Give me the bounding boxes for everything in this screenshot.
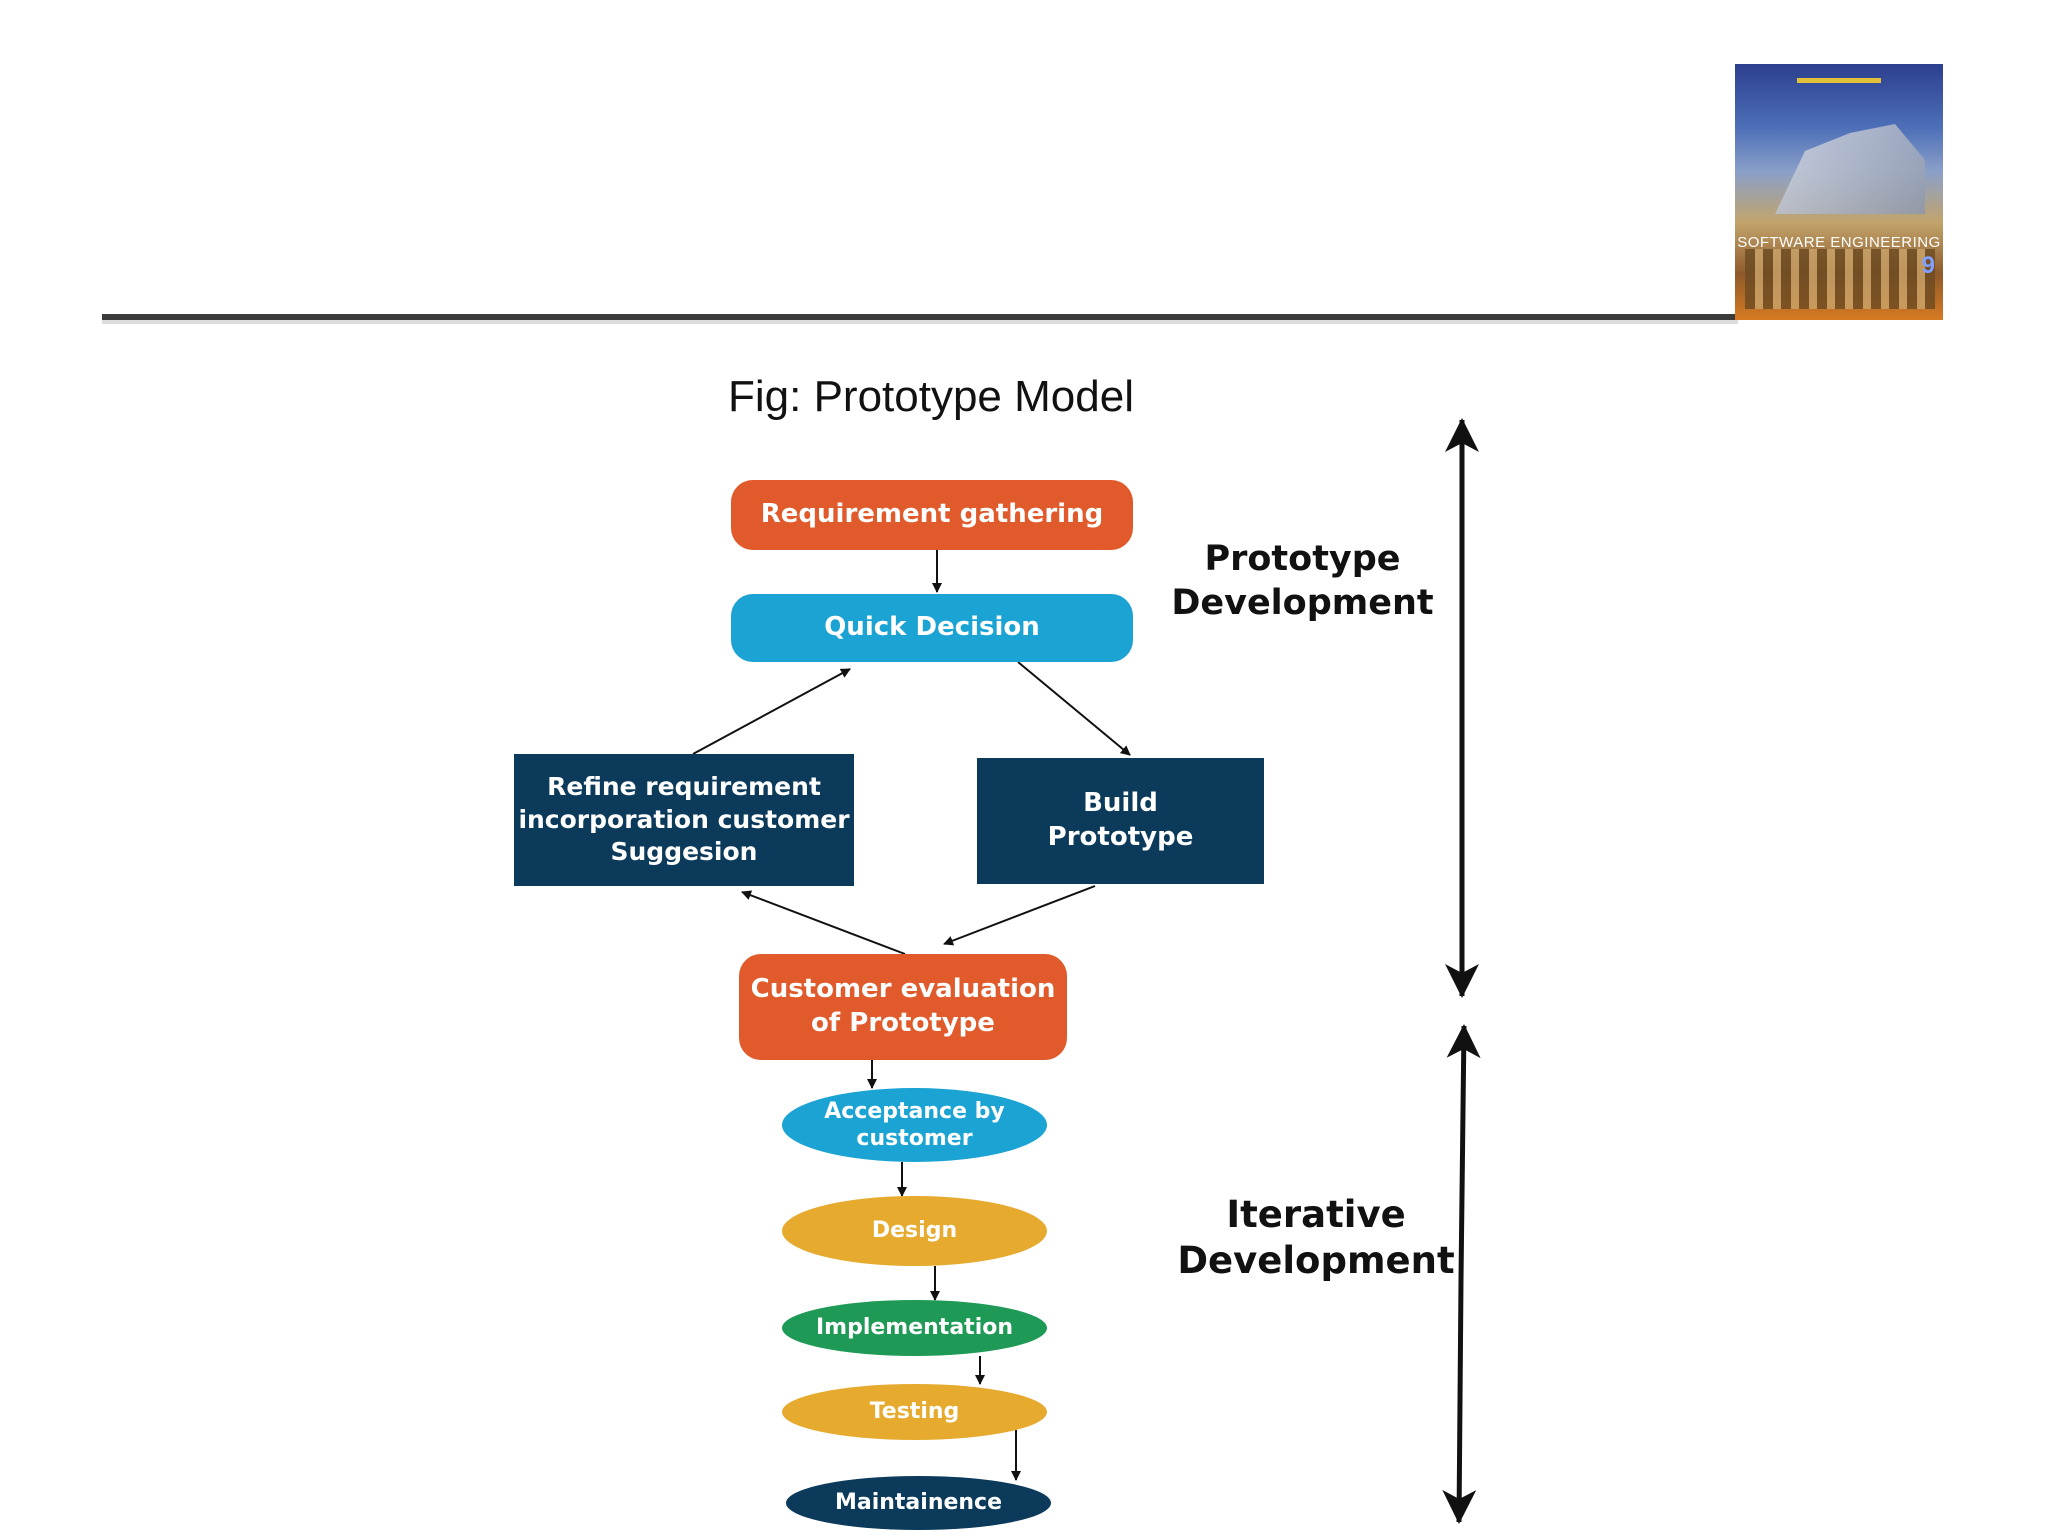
node-implementation: Implementation xyxy=(782,1300,1047,1356)
node-quick-decision: Quick Decision xyxy=(731,594,1133,662)
figure-title: Fig: Prototype Model xyxy=(728,372,1134,421)
cover-author-band xyxy=(1797,78,1881,83)
node-acceptance-by-customer: Acceptance by customer xyxy=(782,1088,1047,1162)
node-refine-requirement: Refine requirement incorporation custome… xyxy=(514,754,854,886)
header-rule-shadow xyxy=(102,320,1738,324)
node-maintainence: Maintainence xyxy=(786,1476,1051,1530)
node-testing: Testing xyxy=(782,1384,1047,1440)
arrow-build-to-eval xyxy=(943,885,1096,946)
iterative-span-arrow-up xyxy=(1446,1024,1481,1281)
label-iterative-development: Iterative Development xyxy=(1177,1193,1455,1283)
arrow-quick-to-build xyxy=(1017,661,1131,756)
arrow-refine-to-quick xyxy=(692,668,851,755)
book-cover-image: SOFTWARE ENGINEERING 9 xyxy=(1735,64,1943,320)
cover-street-graphic xyxy=(1745,249,1935,309)
node-design: Design xyxy=(782,1196,1047,1266)
cover-title: SOFTWARE ENGINEERING xyxy=(1737,234,1941,251)
node-build-prototype: Build Prototype xyxy=(977,758,1264,884)
arrow-eval-to-refine xyxy=(741,890,906,955)
node-requirement-gathering: Requirement gathering xyxy=(731,480,1133,550)
label-prototype-development: Prototype Development xyxy=(1171,539,1434,623)
cover-edition: 9 xyxy=(1921,252,1935,279)
header-rule xyxy=(102,314,1738,320)
iterative-span-arrow-down xyxy=(1442,1279,1477,1524)
node-customer-evaluation: Customer evaluation of Prototype xyxy=(739,954,1067,1060)
